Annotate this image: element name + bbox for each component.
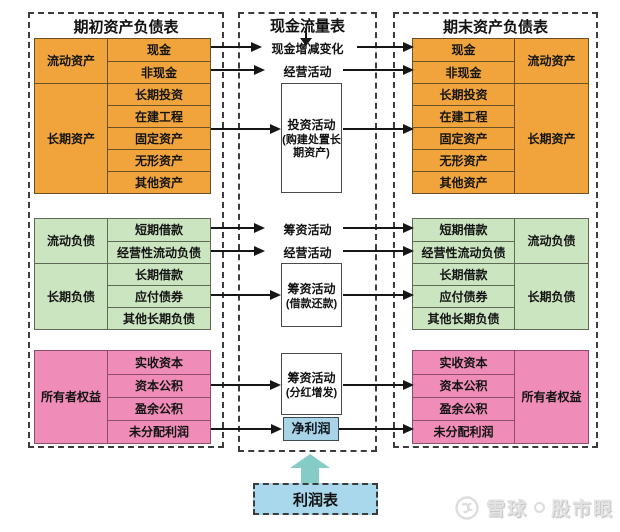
cashflow-box-financing-borrow: 筹资活动 (借款还款) xyxy=(281,263,342,327)
left-equity-table: 所有者权益 实收资本 资本公积 盈余公积 未分配利润 xyxy=(34,350,211,444)
cashflow-box-note: (分红增发) xyxy=(285,386,338,399)
table-row: 无形资产 xyxy=(413,149,514,171)
table-row: 长期投资 xyxy=(413,83,514,105)
xueqiu-snowball-logo-icon xyxy=(455,495,479,520)
cashflow-box-label: 筹资活动 xyxy=(287,281,336,296)
right-equity-table: 所有者权益 实收资本 资本公积 盈余公积 未分配利润 xyxy=(412,350,589,444)
arrow-cashchange-to-cash xyxy=(357,42,414,52)
table-row: 资本公积 xyxy=(107,374,210,397)
table-row: 其他资产 xyxy=(413,171,514,193)
left-assets-table: 流动资产 长期资产 现金 非现金 长期投资 在建工程 固定资产 无形资产 其他资… xyxy=(34,38,211,194)
up-arrow-stem xyxy=(301,467,319,484)
table-row: 在建工程 xyxy=(413,105,514,127)
table-row: 在建工程 xyxy=(107,105,210,127)
cashflow-box-note: (购建处置长期资产) xyxy=(282,134,341,159)
arrow-bonds-to-financing-borrow xyxy=(211,290,281,300)
beginning-balance-sheet-panel xyxy=(28,12,224,448)
ending-balance-sheet-panel xyxy=(393,12,598,448)
table-row: 未分配利润 xyxy=(107,420,210,443)
table-row: 短期借款 xyxy=(439,223,488,237)
table-row: 实收资本 xyxy=(107,351,210,374)
cash-flow-statement-panel xyxy=(238,12,377,452)
cashflow-row-operating-2: 经营活动 xyxy=(283,246,332,260)
income-statement-title: 利润表 xyxy=(292,491,338,509)
arrow-operating-to-noncash xyxy=(343,65,414,75)
arrow-operating-to-opliab xyxy=(343,246,414,256)
arrow-capital-to-financing-dividend xyxy=(211,380,281,390)
cashflow-row-financing: 筹资活动 xyxy=(283,223,332,237)
arrow-shortdebt-to-financing xyxy=(211,223,265,233)
table-row: 盈余公积 xyxy=(413,397,514,420)
table-row: 非现金 xyxy=(413,61,514,83)
right-assets-table: 流动资产 长期资产 现金 非现金 长期投资 在建工程 固定资产 无形资产 其他资… xyxy=(412,38,589,194)
group-label-owners-equity: 所有者权益 xyxy=(514,351,588,443)
table-row: 长期借款 xyxy=(413,263,514,285)
cashflow-box-financing-dividend: 筹资活动 (分红增发) xyxy=(281,353,342,415)
group-label-longterm-liabilities: 长期负债 xyxy=(514,263,588,329)
watermark: 雪球 股市眼 xyxy=(454,494,614,521)
table-row: 应付债券 xyxy=(107,285,210,307)
arrow-cash-to-cashchange xyxy=(211,42,262,52)
table-row: 资本公积 xyxy=(413,374,514,397)
arrow-opliab-to-operating xyxy=(211,246,265,256)
group-label-current-liabilities: 流动负债 xyxy=(514,219,588,263)
table-row: 其他资产 xyxy=(107,171,210,193)
down-arrow-icon xyxy=(300,28,312,46)
table-row: 应付债券 xyxy=(413,285,514,307)
group-label-current-liabilities: 流动负债 xyxy=(46,234,95,248)
cashflow-row-cash-change: 现金增减变化 xyxy=(271,42,344,56)
arrow-investing-to-assets xyxy=(343,124,414,134)
table-row: 固定资产 xyxy=(413,127,514,149)
table-row: 实收资本 xyxy=(439,355,488,370)
table-row: 经营性流动负债 xyxy=(107,241,210,263)
arrow-financing-to-shortdebt xyxy=(343,223,414,233)
group-label-longterm-assets: 长期资产 xyxy=(514,83,588,193)
eye-logo-icon xyxy=(533,502,545,513)
table-row: 现金 xyxy=(451,43,476,57)
table-row: 未分配利润 xyxy=(413,420,514,443)
group-label-longterm-liabilities: 长期负债 xyxy=(35,263,107,329)
table-row: 固定资产 xyxy=(107,127,210,149)
cashflow-box-note: (借款还款) xyxy=(285,297,338,310)
cashflow-box-label: 投资活动 xyxy=(287,118,336,132)
cashflow-row-operating: 经营活动 xyxy=(283,65,332,79)
cashflow-box-investing: 投资活动 (购建处置长期资产) xyxy=(281,83,342,193)
group-label-owners-equity: 所有者权益 xyxy=(40,390,101,404)
right-liabilities-table: 流动负债 长期负债 短期借款 经营性流动负债 长期借款 应付债券 其他长期负债 xyxy=(412,218,589,330)
watermark-brand: 雪球 xyxy=(485,499,528,520)
table-row: 盈余公积 xyxy=(107,397,210,420)
ending-balance-sheet-title: 期末资产负债表 xyxy=(442,19,548,36)
left-liabilities-table: 流动负债 长期负债 短期借款 经营性流动负债 长期借款 应付债券 其他长期负债 xyxy=(34,218,211,330)
group-label-current-assets: 流动资产 xyxy=(514,39,588,83)
arrow-financing-borrow-to-bonds xyxy=(343,290,414,300)
arrow-financing-dividend-to-capital xyxy=(343,380,414,390)
beginning-balance-sheet-title: 期初资产负债表 xyxy=(73,19,179,36)
up-arrow-icon xyxy=(290,454,330,468)
table-row: 无形资产 xyxy=(107,149,210,171)
table-row: 短期借款 xyxy=(107,219,210,241)
cash-flow-statement-title: 现金流量表 xyxy=(269,18,345,35)
cashflow-box-label: 筹资活动 xyxy=(287,370,336,385)
table-row: 现金 xyxy=(107,39,210,61)
table-row: 经营性流动负债 xyxy=(413,241,514,263)
table-row: 其他长期负债 xyxy=(107,307,210,329)
table-row: 长期借款 xyxy=(107,263,210,285)
watermark-name: 股市眼 xyxy=(550,499,614,520)
arrow-netincome-to-retained xyxy=(339,424,414,434)
arrow-retained-to-netincome xyxy=(211,424,282,434)
arrow-assets-to-investing xyxy=(211,124,281,134)
income-statement-box: 利润表 xyxy=(253,483,378,515)
table-row: 长期投资 xyxy=(107,83,210,105)
table-row: 非现金 xyxy=(107,61,210,83)
net-income-box: 净利润 xyxy=(283,417,339,441)
table-row: 其他长期负债 xyxy=(413,307,514,329)
arrow-noncash-to-operating xyxy=(211,65,265,75)
group-label-current-assets: 流动资产 xyxy=(46,54,95,68)
group-label-longterm-assets: 长期资产 xyxy=(35,83,107,193)
